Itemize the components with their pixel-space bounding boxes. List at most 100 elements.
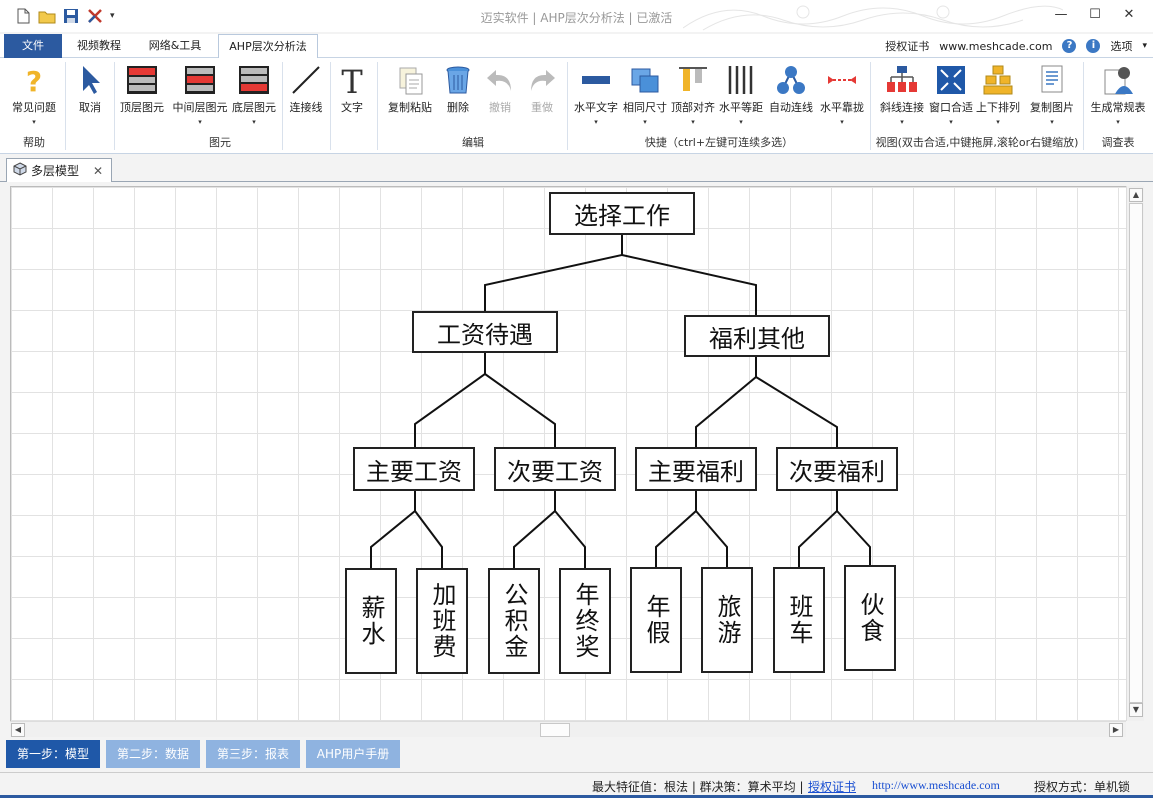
- options-menu[interactable]: 选项: [1110, 40, 1133, 53]
- node-alt-housing-fund[interactable]: 公积金: [488, 568, 540, 674]
- redo-button[interactable]: 重做: [522, 64, 562, 136]
- copy-image-dropdown-icon[interactable]: ▾: [1050, 118, 1054, 126]
- svg-text:?: ?: [26, 65, 42, 96]
- text-button[interactable]: T 文字: [334, 63, 370, 136]
- ribbon-separator: [282, 62, 283, 150]
- scroll-left-icon[interactable]: ◀: [11, 723, 25, 737]
- ribbon-separator: [567, 62, 568, 150]
- middle-layer-icon: [184, 64, 216, 96]
- vertical-arrange-button[interactable]: 上下排列 ▾: [974, 64, 1022, 136]
- faq-button[interactable]: ? 常见问题 ▾: [8, 64, 60, 136]
- website-link[interactable]: www.meshcade.com: [939, 39, 1053, 53]
- vertical-scroll-thumb[interactable]: [1129, 203, 1143, 703]
- delete-label: 删除: [447, 101, 469, 114]
- scroll-right-icon[interactable]: ▶: [1109, 723, 1123, 737]
- horizontal-text-button[interactable]: 水平文字 ▾: [572, 64, 620, 136]
- node-criterion-welfare[interactable]: 福利其他: [684, 315, 830, 357]
- faq-dropdown-icon[interactable]: ▾: [32, 118, 36, 126]
- node-sub-secondary-salary[interactable]: 次要工资: [494, 447, 616, 491]
- mid-element-button[interactable]: 中间层图元 ▾: [172, 64, 228, 136]
- node-alt-year-end-bonus[interactable]: 年终奖: [559, 568, 611, 674]
- ahp-user-manual[interactable]: AHP用户手册: [306, 740, 400, 768]
- mid-element-label: 中间层图元: [172, 101, 228, 114]
- horizontal-close-button[interactable]: 水平靠拢 ▾: [818, 64, 866, 136]
- cancel-label: 取消: [79, 101, 101, 114]
- group-edit-label: 编辑: [462, 136, 484, 149]
- vertical-arrange-dropdown-icon[interactable]: ▾: [996, 118, 1000, 126]
- fit-window-label: 窗口合适: [929, 101, 973, 114]
- mid-element-dropdown-icon[interactable]: ▾: [198, 118, 202, 126]
- diagonal-connect-dropdown-icon[interactable]: ▾: [900, 118, 904, 126]
- horizontal-close-dropdown-icon[interactable]: ▾: [840, 118, 844, 126]
- fit-window-dropdown-icon[interactable]: ▾: [949, 118, 953, 126]
- license-link[interactable]: 授权证书: [885, 40, 930, 53]
- new-file-icon[interactable]: [14, 7, 32, 25]
- bottom-element-button[interactable]: 底层图元 ▾: [230, 64, 278, 136]
- tab-multilayer-model[interactable]: 多层模型 ✕: [6, 158, 112, 182]
- generate-survey-dropdown-icon[interactable]: ▾: [1116, 118, 1120, 126]
- status-license-link[interactable]: 授权证书: [808, 780, 857, 794]
- connector-button[interactable]: 连接线: [286, 64, 326, 136]
- info-icon[interactable]: i: [1086, 39, 1101, 53]
- tab-network-tools[interactable]: 网络&工具: [148, 39, 202, 52]
- node-criterion-salary[interactable]: 工资待遇: [412, 311, 558, 353]
- horizontal-equal-dropdown-icon[interactable]: ▾: [739, 118, 743, 126]
- node-alt-overtime[interactable]: 加班费: [416, 568, 468, 674]
- tab-video-tutorial[interactable]: 视频教程: [77, 39, 121, 52]
- node-alt-travel[interactable]: 旅游: [701, 567, 753, 673]
- bottom-element-dropdown-icon[interactable]: ▾: [252, 118, 256, 126]
- minimize-button[interactable]: —: [1054, 7, 1068, 22]
- horizontal-text-dropdown-icon[interactable]: ▾: [594, 118, 598, 126]
- step-2-data[interactable]: 第二步：数据: [106, 740, 200, 768]
- copy-image-button[interactable]: 复制图片 ▾: [1026, 64, 1078, 136]
- help-icon[interactable]: ?: [1062, 39, 1077, 53]
- scroll-up-icon[interactable]: ▲: [1129, 188, 1143, 202]
- scroll-down-icon[interactable]: ▼: [1129, 703, 1143, 717]
- tools-icon[interactable]: [86, 7, 104, 25]
- cancel-button[interactable]: 取消: [70, 64, 110, 136]
- tab-ahp[interactable]: AHP层次分析法: [218, 34, 318, 59]
- step-3-report[interactable]: 第三步：报表: [206, 740, 300, 768]
- customize-dropdown-icon[interactable]: ▾: [110, 11, 115, 21]
- save-icon[interactable]: [62, 7, 80, 25]
- step-1-model[interactable]: 第一步：模型: [6, 740, 100, 768]
- horizontal-scroll-thumb[interactable]: [540, 723, 570, 737]
- horizontal-equal-button[interactable]: 水平等距 ▾: [718, 64, 764, 136]
- open-folder-icon[interactable]: [38, 7, 56, 25]
- tab-file[interactable]: 文件: [4, 34, 62, 58]
- window-title: 迈实软件 | AHP层次分析法 | 已激活: [480, 11, 673, 25]
- title-bar: ▾ 迈实软件 | AHP层次分析法 | 已激活 — ☐ ✕: [0, 0, 1153, 32]
- node-sub-secondary-welfare[interactable]: 次要福利: [776, 447, 898, 491]
- vertical-scrollbar[interactable]: ▲ ▼: [1126, 186, 1144, 721]
- node-alt-meals[interactable]: 伙食: [844, 565, 896, 671]
- maximize-button[interactable]: ☐: [1089, 7, 1101, 22]
- undo-button[interactable]: 撤销: [480, 64, 520, 136]
- same-size-button[interactable]: 相同尺寸 ▾: [622, 64, 668, 136]
- close-button[interactable]: ✕: [1123, 7, 1135, 22]
- group-survey-label: 调查表: [1101, 136, 1135, 149]
- same-size-dropdown-icon[interactable]: ▾: [643, 118, 647, 126]
- status-website-link[interactable]: http://www.meshcade.com: [872, 778, 1000, 792]
- node-alt-salary[interactable]: 薪水: [345, 568, 397, 674]
- fit-window-button[interactable]: 窗口合适 ▾: [928, 64, 974, 136]
- top-element-button[interactable]: 顶层图元: [118, 64, 166, 136]
- node-alt-shuttle-bus[interactable]: 班车: [773, 567, 825, 673]
- model-canvas[interactable]: 选择工作 工资待遇 福利其他 主要工资 次要工资 主要福利 次要福利 薪水 加班…: [10, 186, 1126, 721]
- node-alt-annual-leave[interactable]: 年假: [630, 567, 682, 673]
- delete-button[interactable]: 删除: [438, 64, 478, 136]
- step-tabs: 第一步：模型 第二步：数据 第三步：报表 AHP用户手册: [0, 740, 1153, 770]
- diagonal-connect-button[interactable]: 斜线连接 ▾: [876, 64, 928, 136]
- top-align-dropdown-icon[interactable]: ▾: [691, 118, 695, 126]
- options-dropdown-icon[interactable]: ▾: [1142, 41, 1147, 51]
- node-sub-main-salary[interactable]: 主要工资: [353, 447, 475, 491]
- node-goal[interactable]: 选择工作: [549, 192, 695, 235]
- copy-paste-button[interactable]: 复制粘贴: [384, 64, 436, 136]
- line-icon: [290, 64, 322, 96]
- generate-survey-button[interactable]: 生成常规表 ▾: [1088, 64, 1148, 136]
- tab-close-icon[interactable]: ✕: [92, 163, 103, 178]
- node-sub-main-welfare[interactable]: 主要福利: [635, 447, 757, 491]
- ribbon: ? 常见问题 ▾ 帮助 取消 顶层图元 中间层图元 ▾ 底层图元 ▾ 连接线 T…: [0, 58, 1153, 154]
- horizontal-scrollbar[interactable]: ◀ ▶: [10, 721, 1126, 737]
- auto-connect-button[interactable]: 自动连线: [766, 64, 816, 136]
- top-align-button[interactable]: 顶部对齐 ▾: [670, 64, 716, 136]
